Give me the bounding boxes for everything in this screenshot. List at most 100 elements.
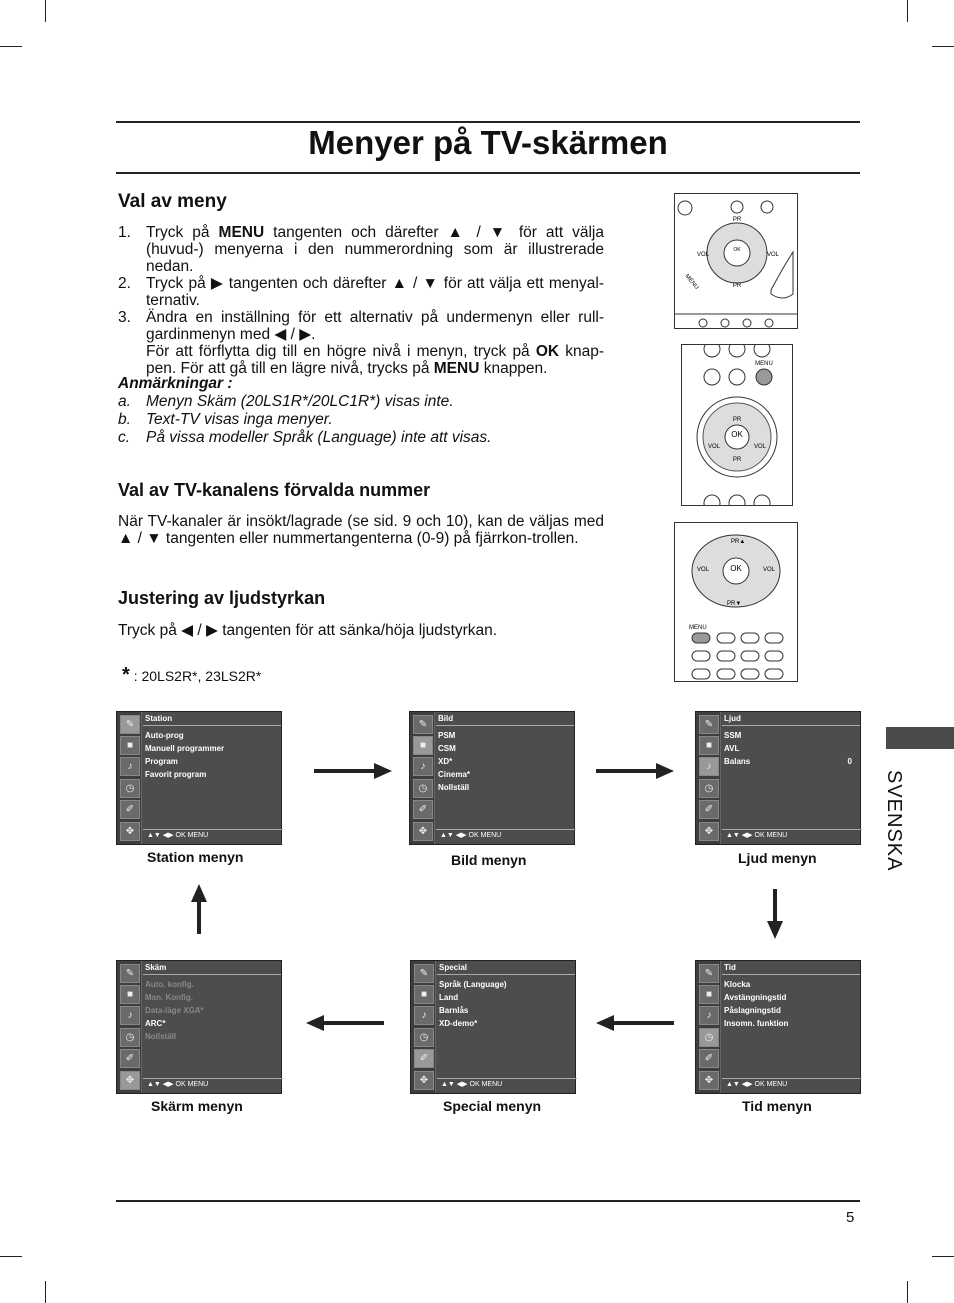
menu-footer: ▲▼ ◀▶ OK MENU — [722, 829, 862, 842]
svg-text:MENU: MENU — [755, 361, 773, 367]
menu-icon-column: ✎ ■ ♪ ◷ ✐ ✥ — [117, 961, 142, 1093]
menu-items: Auto. konfig. Man. Konfig. Data-läge XGA… — [145, 980, 204, 1041]
arrow-up-icon — [191, 884, 207, 934]
title-rule — [116, 121, 860, 123]
special-icon: ✐ — [699, 800, 719, 819]
arrow-down-icon — [767, 889, 783, 939]
station-menu-screen: ✎ ■ ♪ ◷ ✐ ✥ Station Auto-prog Manuell pr… — [116, 711, 283, 845]
svg-text:PR: PR — [733, 283, 742, 289]
svg-text:MENU: MENU — [683, 273, 699, 290]
remote-illustration-2: MENU OK PR PR VOL VOL — [681, 344, 793, 506]
section-heading-volume: Justering av ljudstyrkan — [118, 588, 326, 608]
picture-icon: ■ — [699, 736, 719, 755]
menu-footer: ▲▼ ◀▶ OK MENU — [143, 1078, 283, 1091]
menu-title: Ljud — [722, 713, 860, 726]
menu-items: Klocka Avstängningstid Påslagningstid In… — [724, 980, 789, 1028]
svg-text:VOL: VOL — [767, 252, 780, 258]
menu-title: Tid — [722, 962, 860, 975]
menu-icon-column: ✎ ■ ♪ ◷ ✐ ✥ — [410, 712, 435, 844]
special-menu-caption: Special menyn — [443, 1098, 542, 1114]
time-icon: ◷ — [120, 1028, 140, 1047]
time-icon: ◷ — [414, 1028, 434, 1047]
picture-icon: ■ — [699, 985, 719, 1004]
menu-items: PSM CSM XD* Cinema* Nollställ — [438, 731, 471, 792]
screen-icon: ✥ — [699, 822, 719, 841]
notes: Anmärkningar : a.Menyn Skäm (20LS1R*/20L… — [118, 375, 604, 447]
svg-text:PR▲: PR▲ — [731, 539, 745, 545]
crop-mark — [932, 1256, 954, 1257]
step-3: 3.Ändra en inställning för ett alternati… — [118, 309, 604, 377]
arrow-left-icon — [596, 1015, 674, 1031]
section-heading-menu: Val av meny — [118, 191, 227, 212]
bild-menu-screen: ✎ ■ ♪ ◷ ✐ ✥ Bild PSM CSM XD* Cinema* Nol… — [409, 711, 576, 845]
svg-text:OK: OK — [730, 564, 742, 573]
station-icon: ✎ — [699, 715, 719, 734]
svg-text:MENU: MENU — [689, 625, 707, 631]
station-icon: ✎ — [120, 715, 140, 734]
screen-icon: ✥ — [120, 822, 140, 841]
title-underline — [116, 172, 860, 174]
screen-icon: ✥ — [120, 1071, 140, 1090]
svg-text:OK: OK — [731, 430, 743, 439]
note-a: a.Menyn Skäm (20LS1R*/20LC1R*) visas int… — [118, 393, 454, 410]
crop-mark — [45, 0, 46, 22]
skarm-menu-screen: ✎ ■ ♪ ◷ ✐ ✥ Skäm Auto. konfig. Man. Konf… — [116, 960, 283, 1094]
svg-text:PR: PR — [733, 217, 742, 223]
menu-icon-column: ✎ ■ ♪ ◷ ✐ ✥ — [696, 712, 721, 844]
menu-title: Skäm — [143, 962, 281, 975]
svg-text:PR: PR — [733, 417, 742, 423]
svg-text:OK: OK — [733, 247, 741, 253]
tid-menu-caption: Tid menyn — [742, 1098, 812, 1114]
menu-items: Språk (Language) Land Barnlås XD-demo* — [439, 980, 507, 1028]
picture-icon: ■ — [120, 985, 140, 1004]
section-heading-channel: Val av TV-kanalens förvalda nummer — [118, 480, 431, 500]
station-menu-caption: Station menyn — [147, 849, 244, 865]
model-note: * : 20LS2R*, 23LS2R* — [122, 664, 262, 686]
note-b: b.Text-TV visas inga menyer. — [118, 411, 333, 428]
station-icon: ✎ — [413, 715, 433, 734]
special-icon: ✐ — [120, 800, 140, 819]
special-icon: ✐ — [414, 1049, 434, 1068]
remote-illustration-3: OK PR▲ PR▼ VOL VOL MENU — [674, 522, 798, 682]
arrow-right-icon — [314, 763, 392, 779]
sound-icon: ♪ — [413, 757, 433, 776]
menu-icon-column: ✎ ■ ♪ ◷ ✐ ✥ — [117, 712, 142, 844]
page-title: Menyer på TV-skärmen — [308, 124, 668, 161]
crop-mark — [907, 0, 908, 22]
time-icon: ◷ — [699, 1028, 719, 1047]
picture-icon: ■ — [414, 985, 434, 1004]
svg-text:VOL: VOL — [763, 567, 776, 573]
menu-icon-column: ✎ ■ ♪ ◷ ✐ ✥ — [411, 961, 436, 1093]
svg-text:VOL: VOL — [697, 252, 710, 258]
notes-title: Anmärkningar : — [118, 375, 233, 392]
note-c: c.På vissa modeller Språk (Language) int… — [118, 429, 492, 446]
time-icon: ◷ — [699, 779, 719, 798]
crop-mark — [0, 1256, 22, 1257]
time-icon: ◷ — [413, 779, 433, 798]
menu-title: Special — [437, 962, 575, 975]
menu-title: Bild — [436, 713, 574, 726]
svg-text:VOL: VOL — [708, 444, 721, 450]
menu-footer: ▲▼ ◀▶ OK MENU — [437, 1078, 577, 1091]
arrow-left-icon — [306, 1015, 384, 1031]
crop-mark — [932, 46, 954, 47]
footer-rule — [116, 1200, 860, 1202]
sound-icon: ♪ — [414, 1006, 434, 1025]
crop-mark — [907, 1281, 908, 1303]
screen-icon: ✥ — [414, 1071, 434, 1090]
steps-list: 1.Tryck på MENU tangenten och därefter ▲… — [118, 224, 604, 377]
svg-text:VOL: VOL — [754, 444, 767, 450]
menu-footer: ▲▼ ◀▶ OK MENU — [722, 1078, 862, 1091]
menu-footer: ▲▼ ◀▶ OK MENU — [436, 829, 576, 842]
tid-menu-screen: ✎ ■ ♪ ◷ ✐ ✥ Tid Klocka Avstängningstid P… — [695, 960, 862, 1094]
page-number: 5 — [846, 1209, 855, 1226]
sound-icon: ♪ — [699, 757, 719, 776]
arrow-right-icon — [596, 763, 674, 779]
channel-text: När TV-kanaler är insökt/lagrade (se sid… — [118, 513, 604, 547]
menu-title: Station — [143, 713, 281, 726]
station-icon: ✎ — [699, 964, 719, 983]
skarm-menu-caption: Skärm menyn — [151, 1098, 243, 1114]
crop-mark — [45, 1281, 46, 1303]
special-icon: ✐ — [699, 1049, 719, 1068]
language-tab — [886, 727, 954, 749]
